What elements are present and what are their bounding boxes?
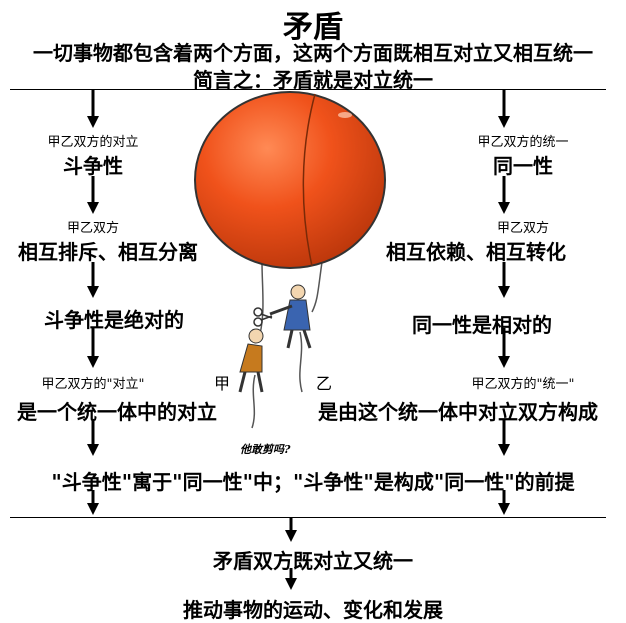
right-identity: 同一性 [493, 154, 553, 178]
right-label-unity-quote: 甲乙双方的"统一" [471, 377, 575, 392]
conclusion-unity: 矛盾双方既对立又统一 [213, 549, 413, 573]
right-composed-by-opposites: 是由这个统一体中对立双方构成 [318, 400, 598, 424]
balloon-caption: 他敢剪吗? [240, 443, 291, 456]
left-struggle: 斗争性 [63, 154, 123, 178]
right-arrows [498, 90, 510, 515]
left-exclusion: 相互排斥、相互分离 [18, 240, 198, 264]
left-label-opposition: 甲乙双方的对立 [47, 135, 139, 150]
scissors-icon [253, 307, 273, 327]
figure-yi [269, 284, 312, 349]
conclusion-development: 推动事物的运动、变化和发展 [183, 598, 443, 622]
left-within-unity: 是一个统一体中的对立 [17, 400, 217, 424]
summary-line: "斗争性"寓于"同一性"中；"斗争性"是构成"同一性"的前提 [51, 470, 575, 494]
balloon-ropes [251, 261, 323, 429]
label-yi: 乙 [316, 374, 333, 393]
left-arrows [87, 90, 99, 515]
balloon [194, 91, 386, 269]
page-title: 矛盾 [283, 10, 343, 45]
summary-definition: 简言之：矛盾就是对立统一 [193, 68, 433, 92]
left-label-opposition-quote: 甲乙双方的"对立" [41, 377, 145, 392]
right-relative: 同一性是相对的 [412, 313, 552, 337]
right-label-unity: 甲乙双方的统一 [477, 135, 569, 150]
divider-top [10, 89, 606, 90]
left-absolute: 斗争性是绝对的 [44, 308, 184, 332]
divider-bottom [10, 517, 606, 518]
left-label-parties: 甲乙双方 [66, 221, 119, 236]
definition-line: 一切事物都包含着两个方面，这两个方面既相互对立又相互统一 [33, 41, 593, 65]
figure-jia [238, 328, 264, 393]
right-dependence: 相互依赖、相互转化 [386, 240, 566, 264]
label-jia: 甲 [214, 374, 231, 393]
center-arrows [285, 518, 297, 590]
right-label-parties: 甲乙双方 [496, 221, 549, 236]
